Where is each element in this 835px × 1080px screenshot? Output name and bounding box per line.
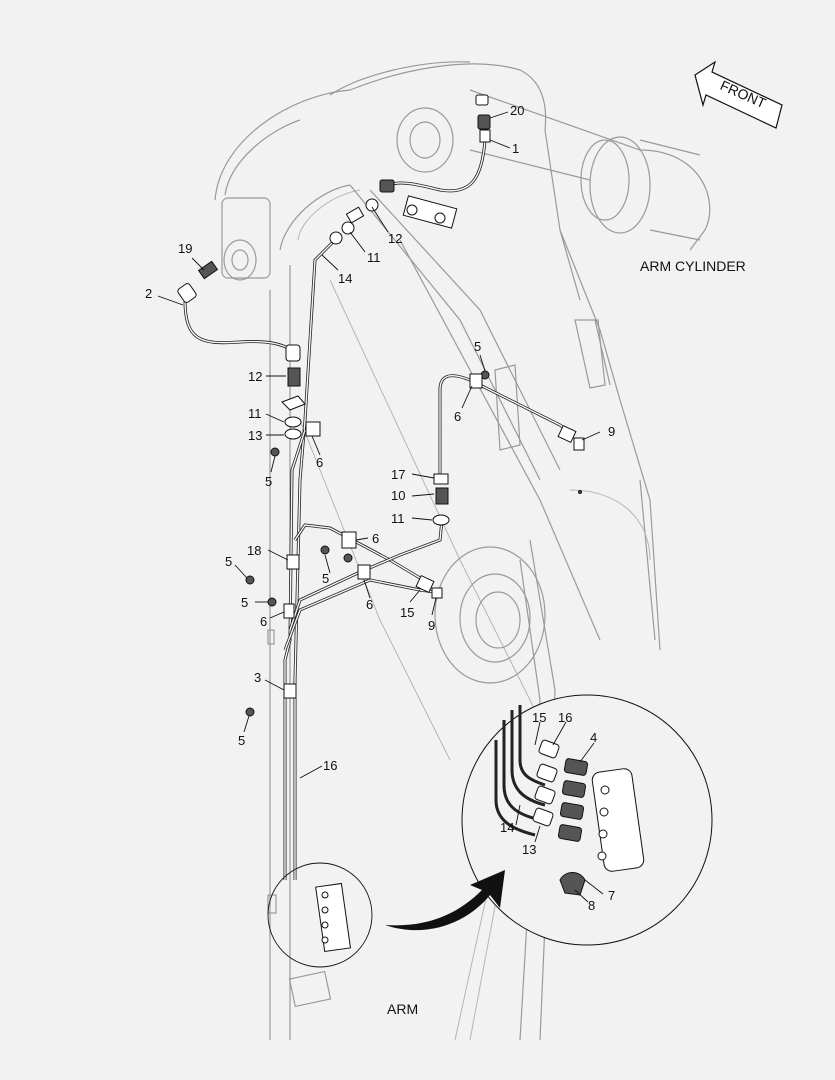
- fittings: [177, 94, 585, 953]
- callout-20: 20: [510, 103, 524, 118]
- callout-6: 6: [366, 597, 373, 612]
- callout-5: 5: [238, 733, 245, 748]
- callout-19: 19: [178, 241, 192, 256]
- small-detail-circle: [267, 862, 373, 968]
- callout-3: 3: [254, 670, 261, 685]
- callout-16: 16: [558, 710, 572, 725]
- callout-9: 9: [428, 618, 435, 633]
- callout-1: 1: [512, 141, 519, 156]
- callout-11: 11: [367, 250, 381, 265]
- callout-7: 7: [608, 888, 615, 903]
- callout-9: 9: [608, 424, 615, 439]
- callout-5: 5: [265, 474, 272, 489]
- callout-12: 12: [388, 231, 402, 246]
- front-arrow: FRONT: [694, 60, 783, 129]
- detail-pointer-arrow: [385, 870, 505, 931]
- callout-8: 8: [588, 898, 595, 913]
- callout-11: 11: [391, 511, 405, 526]
- callout-14: 14: [338, 271, 352, 286]
- callout-6: 6: [316, 455, 323, 470]
- callout-2: 2: [145, 286, 152, 301]
- callout-11: 11: [248, 406, 262, 421]
- leader-lines: [157, 111, 604, 903]
- callout-18: 18: [247, 543, 261, 558]
- arm-caption: ARM: [387, 1001, 418, 1017]
- arm-cylinder-caption: ARM CYLINDER: [640, 258, 746, 274]
- callout-15: 15: [400, 605, 414, 620]
- callout-10: 10: [391, 488, 405, 503]
- callout-12: 12: [248, 369, 262, 384]
- callout-16: 16: [323, 758, 337, 773]
- callout-4: 4: [590, 730, 597, 745]
- callout-6: 6: [372, 531, 379, 546]
- callout-6: 6: [454, 409, 461, 424]
- callout-5: 5: [474, 339, 481, 354]
- callout-5: 5: [225, 554, 232, 569]
- callout-17: 17: [391, 467, 405, 482]
- callout-13: 13: [248, 428, 262, 443]
- detail-view: [461, 694, 713, 946]
- callout-14: 14: [500, 820, 514, 835]
- callout-labels: 20 1 12 11 14 19 2 12 11 13 5 6 5 6 9 17…: [145, 103, 615, 913]
- callout-6: 6: [260, 614, 267, 629]
- arm-outline: [214, 61, 711, 1041]
- callout-5: 5: [322, 571, 329, 586]
- callout-13: 13: [522, 842, 536, 857]
- callout-5: 5: [241, 595, 248, 610]
- callout-15: 15: [532, 710, 546, 725]
